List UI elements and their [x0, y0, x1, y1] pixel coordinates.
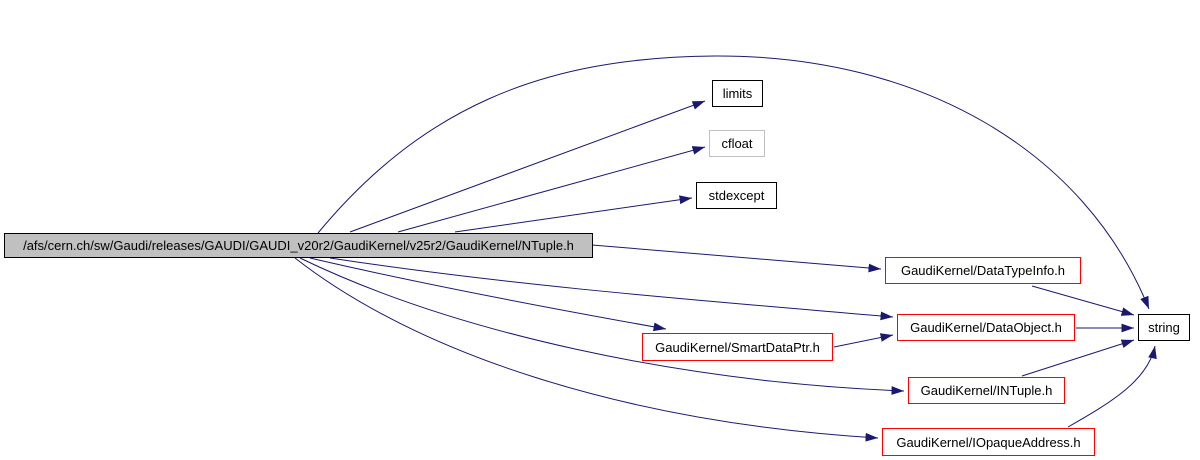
edge-smartdataptr-to-dataobject	[833, 333, 894, 348]
node-ntuple-h: /afs/cern.ch/sw/Gaudi/releases/GAUDI/GAU…	[4, 233, 593, 258]
edge-main-to-cfloat	[397, 146, 706, 233]
edge-main-to-stdexcept	[454, 195, 693, 233]
node-cfloat: cfloat	[709, 130, 765, 157]
node-dataobject-h-label: GaudiKernel/DataObject.h	[910, 320, 1062, 335]
node-intuple-h-label: GaudiKernel/INTuple.h	[920, 383, 1053, 398]
node-dataobject-h[interactable]: GaudiKernel/DataObject.h	[897, 314, 1075, 341]
node-string: string	[1138, 314, 1190, 341]
node-cfloat-label: cfloat	[721, 136, 753, 151]
node-limits: limits	[712, 80, 763, 107]
node-stdexcept: stdexcept	[696, 182, 777, 209]
edge-main-to-limits	[349, 100, 706, 233]
node-iopaqueaddress-h-label: GaudiKernel/IOpaqueAddress.h	[896, 434, 1081, 450]
edge-main-to-smartdataptr	[309, 257, 667, 332]
edge-datatypeinfo-to-string	[1031, 285, 1135, 316]
edge-main-to-dataobject	[329, 257, 894, 321]
node-string-label: string	[1148, 320, 1180, 335]
edge-iopaqueaddress-to-string	[1067, 345, 1157, 428]
node-ntuple-h-label: /afs/cern.ch/sw/Gaudi/releases/GAUDI/GAU…	[23, 238, 574, 253]
edge-main-to-string	[317, 55, 1150, 310]
node-smartdataptr-h-label: GaudiKernel/SmartDataPtr.h	[655, 339, 820, 355]
node-intuple-h[interactable]: GaudiKernel/INTuple.h	[908, 377, 1065, 404]
node-datatypeinfo-h-label: GaudiKernel/DataTypeInfo.h	[900, 263, 1066, 278]
node-limits-label: limits	[722, 86, 753, 101]
node-stdexcept-label: stdexcept	[708, 188, 765, 203]
node-smartdataptr-h[interactable]: GaudiKernel/SmartDataPtr.h	[642, 333, 833, 361]
edge-intuple-to-string	[1021, 339, 1135, 377]
edge-main-to-datatypeinfo	[591, 244, 882, 273]
node-iopaqueaddress-h[interactable]: GaudiKernel/IOpaqueAddress.h	[882, 428, 1095, 456]
edge-main-to-iopaqueaddress	[294, 257, 879, 442]
node-datatypeinfo-h[interactable]: GaudiKernel/DataTypeInfo.h	[885, 257, 1081, 284]
edge-main-to-intuple	[299, 257, 905, 395]
